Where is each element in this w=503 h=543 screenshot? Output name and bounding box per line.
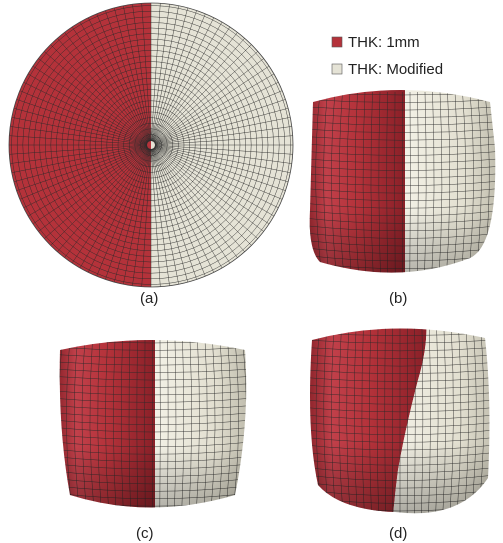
legend-swatch-red — [331, 36, 343, 48]
panel-b-cup — [309, 90, 496, 273]
panel-c-cup — [59, 340, 247, 508]
panel-a-disc — [8, 2, 294, 288]
panel-label-d: (d) — [389, 525, 407, 542]
legend: THK: 1mm THK: Modified — [331, 34, 443, 78]
legend-label-cream: THK: Modified — [348, 61, 443, 78]
panel-d-cup — [310, 328, 490, 514]
panel-label-a: (a) — [140, 290, 158, 307]
disc-mesh — [9, 3, 293, 287]
legend-swatch-cream — [331, 63, 343, 75]
legend-label-red: THK: 1mm — [348, 34, 420, 51]
panel-label-b: (b) — [389, 290, 407, 307]
panel-label-c: (c) — [136, 525, 154, 542]
